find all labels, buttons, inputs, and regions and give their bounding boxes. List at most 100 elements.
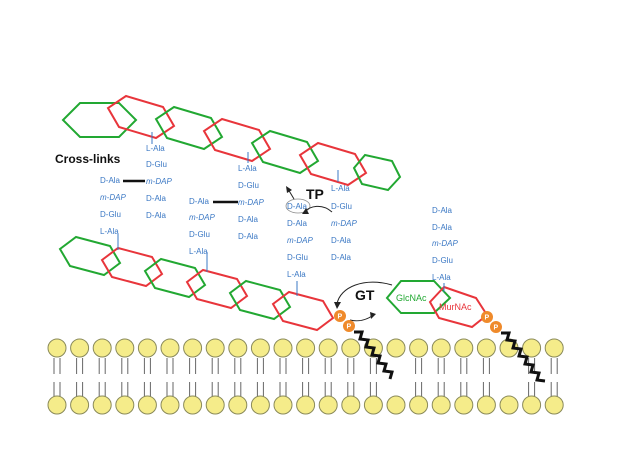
lipid-head xyxy=(92,338,112,358)
tp-released-arrowhead xyxy=(286,186,292,193)
lipid-head xyxy=(522,395,542,415)
lipid-head xyxy=(454,395,474,415)
lipid-head xyxy=(250,395,270,415)
cross-links-label: Cross-links xyxy=(55,152,121,166)
lipid-head xyxy=(205,338,225,358)
lipid-head xyxy=(183,338,203,358)
lipid-head xyxy=(205,395,225,415)
phosphate-label: P xyxy=(347,324,352,331)
stem-residue: D-Ala xyxy=(146,211,167,220)
stem-residue: L-Ala xyxy=(432,273,451,282)
gt-label: GT xyxy=(355,287,375,303)
peptide-stem-5: D-Ala D-Ala m-DAP D-Glu L-Ala xyxy=(287,202,313,279)
lipid-head xyxy=(228,395,248,415)
stem-residue: D-Glu xyxy=(146,160,167,169)
stem-residue: D-Ala xyxy=(146,194,167,203)
stem-residue: L-Ala xyxy=(287,270,306,279)
glcnac-sugar xyxy=(61,102,138,138)
glcnac-label: GlcNAc xyxy=(396,293,427,303)
lipid-head xyxy=(160,338,180,358)
lipid-head xyxy=(318,338,338,358)
tp-arrow xyxy=(303,205,333,213)
phosphate-label: P xyxy=(494,325,499,332)
lipid-head xyxy=(115,395,135,415)
stem-residue: L-Ala xyxy=(331,184,350,193)
lipid-anchor-right: P P xyxy=(481,311,546,383)
lipid-heads-inner-leaflet xyxy=(47,395,564,415)
stem-residue: D-Glu xyxy=(432,256,453,265)
tp-arrowhead xyxy=(302,208,309,214)
murnac-sugar xyxy=(298,141,368,187)
murnac-sugar xyxy=(271,290,335,332)
gt-arrowhead xyxy=(334,302,341,309)
glcnac-sugar-monomer xyxy=(385,280,452,314)
lipid-head xyxy=(522,338,542,358)
glcnac-sugar xyxy=(352,153,402,192)
murnac-sugar xyxy=(202,117,272,163)
lipid-head xyxy=(92,395,112,415)
stem-residue: m-DAP xyxy=(238,198,264,207)
murnac-sugar xyxy=(106,94,176,140)
phosphate-group xyxy=(481,311,493,323)
lipid-anchor-left: P P xyxy=(334,310,394,380)
phosphate-group xyxy=(334,310,346,322)
stem-residue: D-Glu xyxy=(238,181,259,190)
stem-residue: D-Ala xyxy=(432,206,453,215)
peptide-stem-6: L-Ala D-Glu m-DAP D-Ala D-Ala xyxy=(331,184,357,262)
lipid-head xyxy=(47,338,67,358)
lipid-head xyxy=(544,395,564,415)
glcnac-sugar xyxy=(154,105,224,151)
phosphate-label: P xyxy=(338,314,343,321)
glycan-strand-top xyxy=(61,94,402,192)
stem-residue: D-Ala xyxy=(189,197,210,206)
lipid-head xyxy=(70,395,90,415)
stem-residue: D-Ala xyxy=(287,202,308,211)
stem-residue: D-Glu xyxy=(189,230,210,239)
murnac-sugar xyxy=(185,268,249,310)
stem-residue: m-DAP xyxy=(432,239,458,248)
undecaprenyl-chain xyxy=(354,330,394,380)
lipid-head xyxy=(386,395,406,415)
lipid-head xyxy=(137,395,157,415)
lipid-head xyxy=(476,395,496,415)
stem-residue: D-Ala xyxy=(331,236,352,245)
lipid-head xyxy=(476,338,496,358)
lipid-head xyxy=(386,338,406,358)
stem-residue: m-DAP xyxy=(100,193,126,202)
lipid-tails xyxy=(53,358,558,398)
peptide-stem-lines xyxy=(117,132,445,296)
lipid-head xyxy=(47,395,67,415)
glcnac-sugar xyxy=(58,235,122,277)
lipid-head xyxy=(318,395,338,415)
undecaprenyl-chain xyxy=(501,331,546,383)
stem-residue: L-Ala xyxy=(146,144,165,153)
peptide-stem-2: L-Ala D-Glu m-DAP D-Ala D-Ala xyxy=(146,144,172,220)
tp-label: TP xyxy=(306,186,324,202)
lipid-head xyxy=(250,338,270,358)
lipid-head xyxy=(296,338,316,358)
stem-residue: D-Glu xyxy=(331,202,352,211)
murnac-sugar-monomer xyxy=(428,285,489,329)
glcnac-sugar xyxy=(143,257,207,299)
lipid-head xyxy=(454,338,474,358)
phosphate-group xyxy=(490,321,502,333)
lipid-head xyxy=(70,338,90,358)
stem-residue: D-Glu xyxy=(287,253,308,262)
gt-release-arrowhead xyxy=(370,312,376,319)
lipid-head xyxy=(160,395,180,415)
lipid-head xyxy=(431,395,451,415)
stem-residue: D-Ala xyxy=(331,253,352,262)
stem-residue: m-DAP xyxy=(146,177,172,186)
peptide-stem-1: D-Ala m-DAP D-Glu L-Ala xyxy=(100,176,126,236)
gt-release-arrow xyxy=(349,315,373,322)
murnac-sugar xyxy=(100,246,164,288)
stem-residue: D-Ala xyxy=(432,223,453,232)
glycan-strand-bottom xyxy=(58,235,335,332)
stem-residue: m-DAP xyxy=(331,219,357,228)
murnac-label: MurNAc xyxy=(439,302,472,312)
glcnac-sugar xyxy=(228,279,292,321)
lipid-head xyxy=(273,338,293,358)
peptide-stem-4: L-Ala D-Glu m-DAP D-Ala D-Ala xyxy=(238,164,264,241)
lipid-head xyxy=(544,338,564,358)
peptide-stem-7: D-Ala D-Ala m-DAP D-Glu L-Ala xyxy=(432,206,458,282)
